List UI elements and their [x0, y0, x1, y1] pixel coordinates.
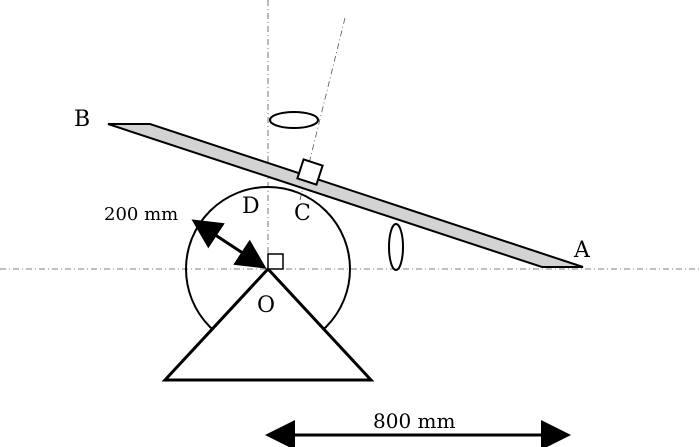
rotation-ellipse-top: [269, 111, 319, 129]
support-triangle: [161, 266, 375, 382]
label-point-o: O: [257, 293, 275, 318]
pivot-square: [267, 253, 284, 270]
label-point-b: B: [74, 107, 90, 132]
label-radius-dimension: 200 mm: [104, 204, 178, 225]
label-point-a: A: [573, 238, 591, 263]
radius-dimension-arrow: [191, 219, 267, 269]
rod-ba: [107, 123, 584, 268]
rotation-ellipse-side: [388, 223, 404, 271]
label-point-d: D: [242, 194, 260, 219]
label-horizontal-dimension: 800 mm: [373, 409, 455, 433]
label-point-c: C: [294, 201, 311, 226]
slider-block: [296, 158, 324, 186]
